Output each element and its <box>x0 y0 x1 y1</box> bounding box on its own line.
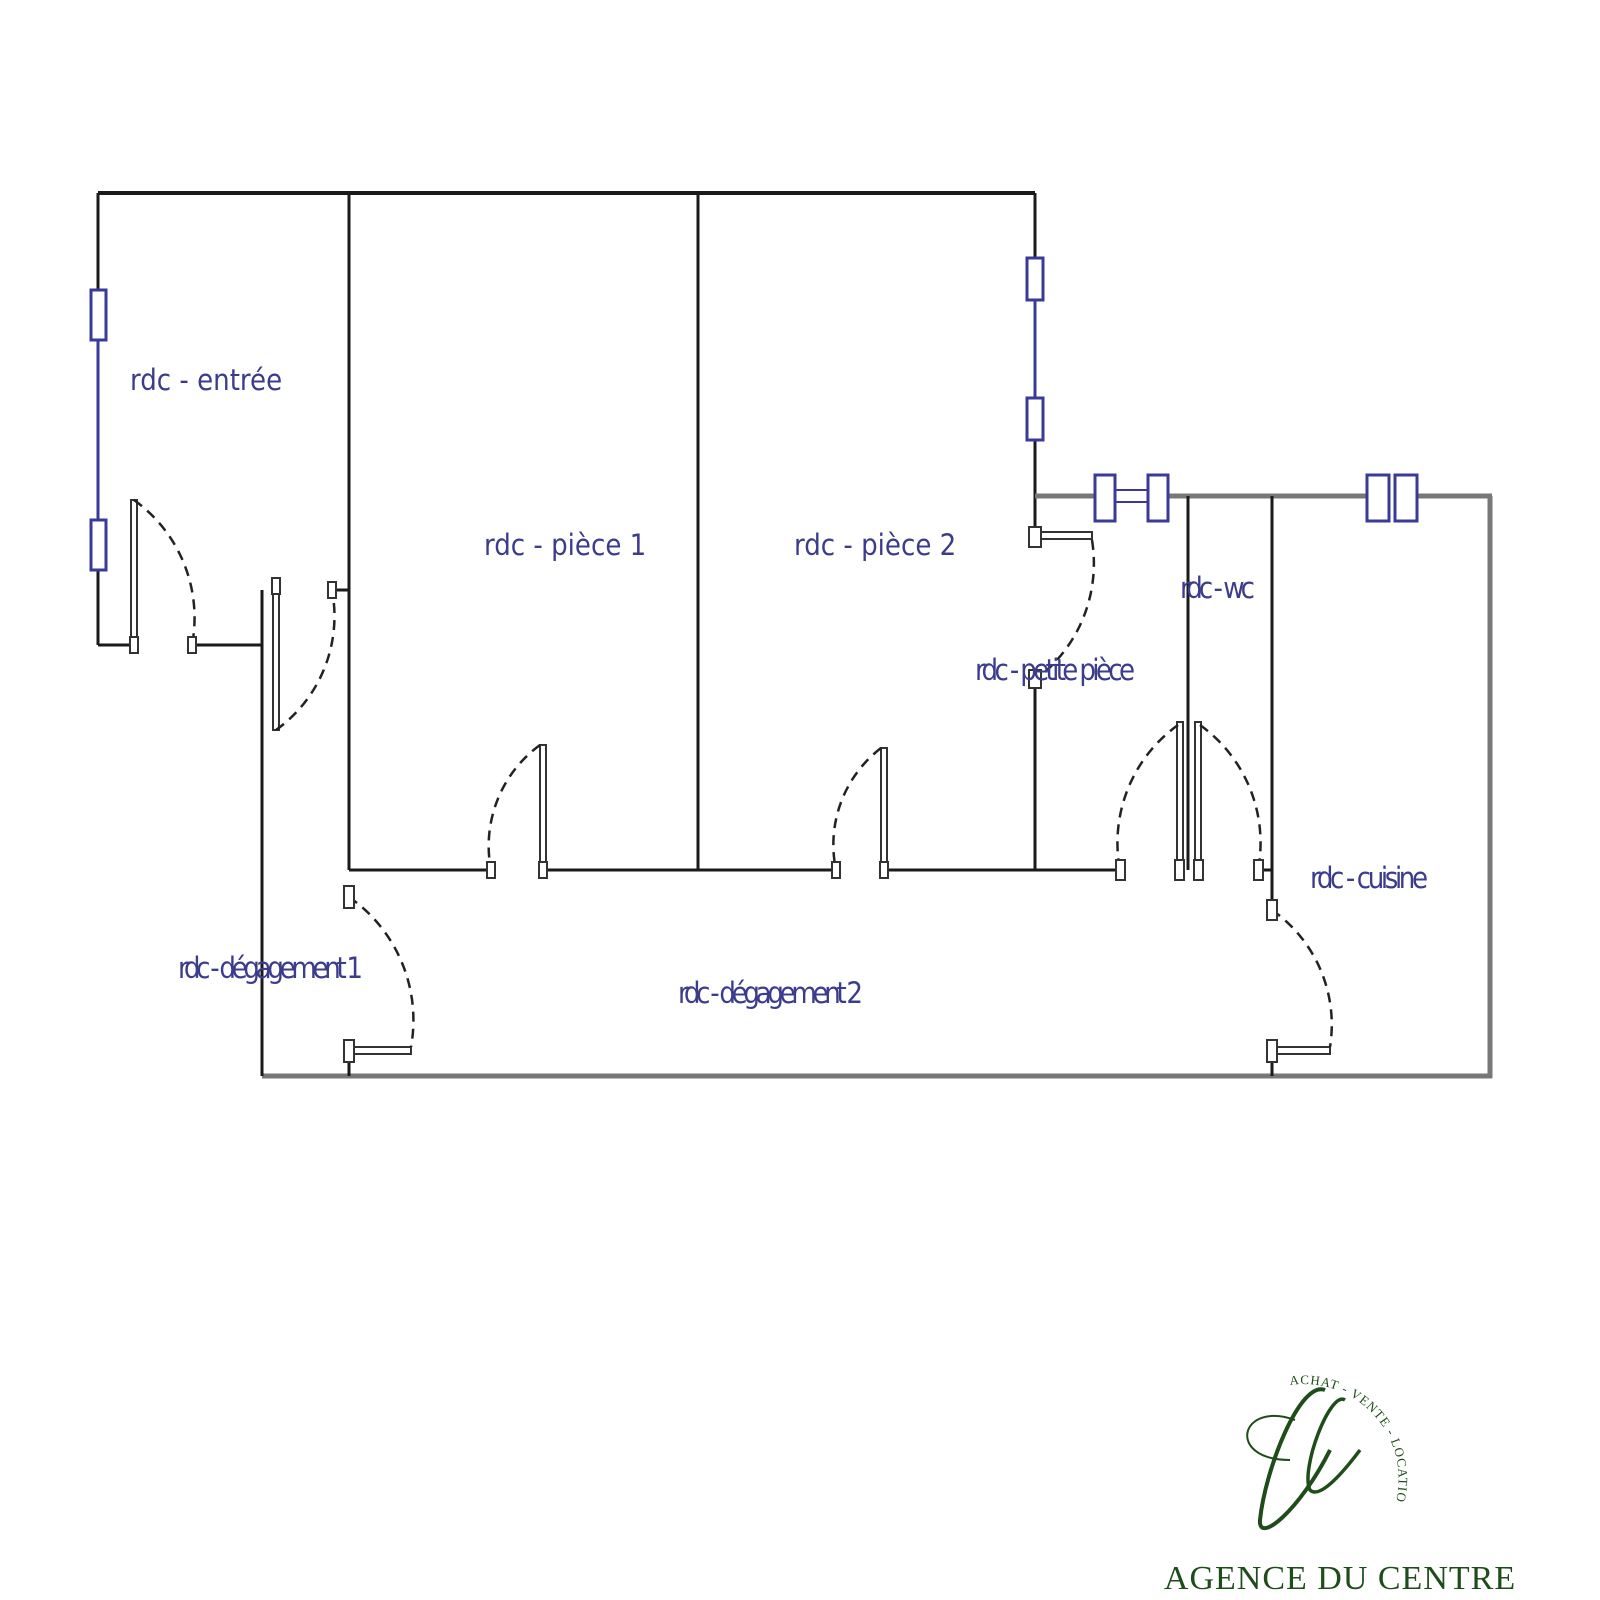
walls <box>96 191 1493 1079</box>
windows <box>89 256 1419 572</box>
room-labels: rdc - entrée rdc - pièce 1 rdc - pièce 2… <box>130 363 1428 1010</box>
doors <box>129 498 1334 1063</box>
room-label-degagement1: rdc - dégagement 1 <box>178 951 363 985</box>
room-label-wc: rdc - wc <box>1180 571 1255 605</box>
room-label-cuisine: rdc - cuisine <box>1310 861 1428 895</box>
room-label-piece1: rdc - pièce 1 <box>484 528 646 562</box>
room-label-entree: rdc - entrée <box>130 363 282 397</box>
room-label-degagement2: rdc - dégagement 2 <box>678 976 863 1010</box>
room-label-piece2: rdc - pièce 2 <box>794 528 956 562</box>
agency-name: AGENCE DU CENTRE <box>1163 1560 1517 1597</box>
room-label-petite-piece: rdc - petite pièce <box>975 653 1135 687</box>
